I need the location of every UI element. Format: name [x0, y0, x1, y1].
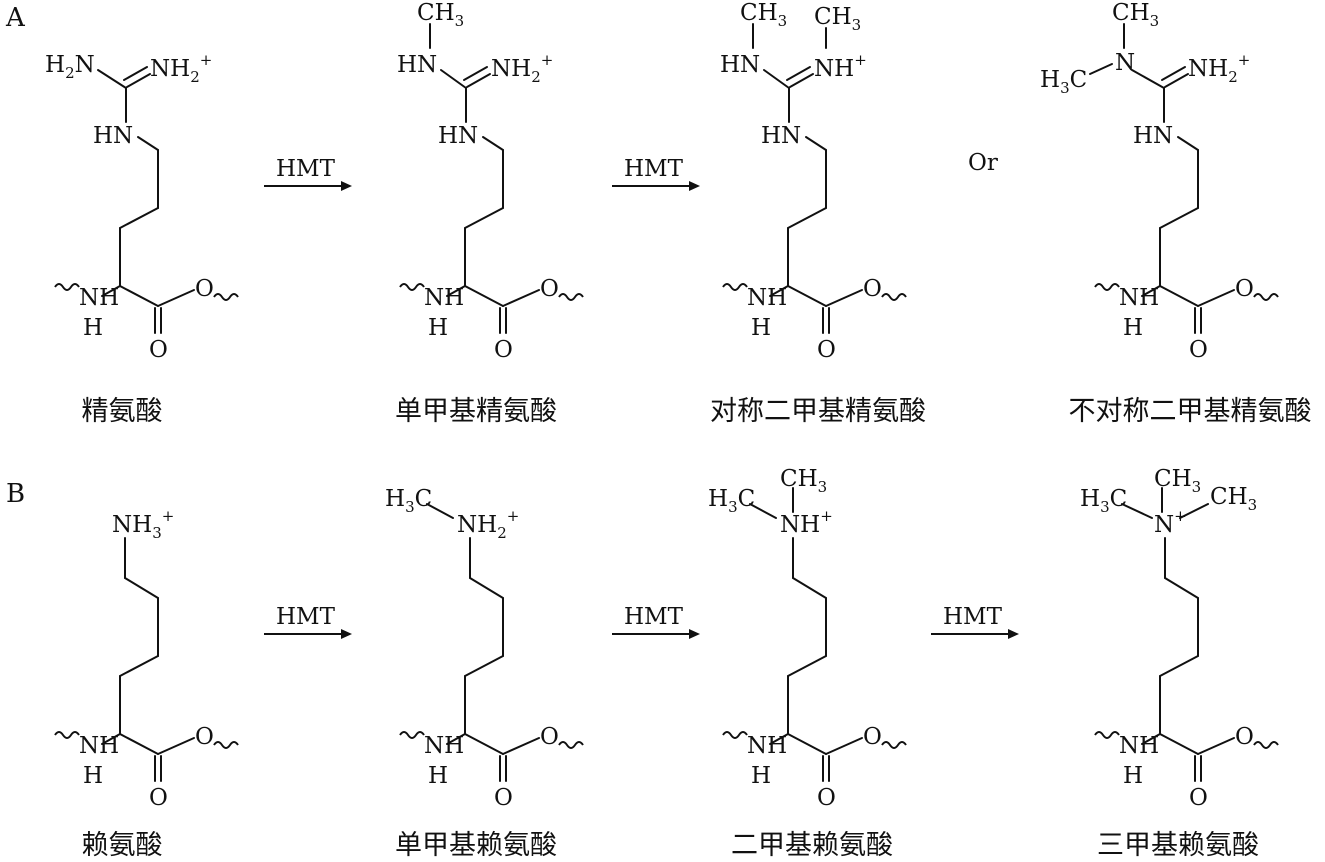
- svg-text:NH2+: NH2+: [491, 51, 553, 86]
- svg-text:NH: NH: [1119, 733, 1159, 759]
- svg-text:H: H: [428, 315, 448, 341]
- svg-text:NH2+: NH2+: [457, 507, 519, 542]
- molecule-asymmetric-dimethyl-arginine: CH3 H3C N NH2+ HN NH H O O: [1040, 0, 1279, 363]
- molecule-trimethyl-lysine: H3C CH3 CH3 N+ NH H O O: [1080, 466, 1279, 811]
- caption-symmetric-dimethyl-arginine: 对称二甲基精氨酸: [710, 396, 926, 427]
- svg-text:HN: HN: [438, 123, 478, 149]
- svg-text:CH3: CH3: [740, 0, 787, 30]
- reaction-arrow-b2: HMT: [612, 604, 700, 639]
- reaction-arrow-a1: HMT: [264, 156, 352, 191]
- molecule-monomethyl-lysine: H3C NH2+ NH H O O: [385, 486, 584, 811]
- svg-text:O: O: [1235, 724, 1254, 750]
- molecule-lysine: NH3+ NH H O O: [54, 507, 239, 811]
- or-label: Or: [968, 150, 998, 176]
- svg-text:CH3: CH3: [780, 466, 827, 496]
- molecule-arginine: H2N NH2+ HN NH H O O: [45, 51, 239, 363]
- svg-text:O: O: [1189, 337, 1208, 363]
- svg-text:NH: NH: [1119, 285, 1159, 311]
- svg-text:O: O: [817, 337, 836, 363]
- svg-text:NH: NH: [747, 733, 787, 759]
- svg-text:CH3: CH3: [1210, 484, 1257, 514]
- svg-text:NH3+: NH3+: [112, 507, 174, 542]
- svg-text:H: H: [751, 315, 771, 341]
- panel-label-b: B: [6, 479, 25, 509]
- svg-text:H3C: H3C: [708, 486, 755, 516]
- svg-text:H: H: [428, 763, 448, 789]
- svg-text:O: O: [1235, 276, 1254, 302]
- svg-text:HN: HN: [93, 123, 133, 149]
- svg-text:H: H: [1123, 763, 1143, 789]
- svg-text:NH: NH: [79, 733, 119, 759]
- molecule-dimethyl-lysine: H3C CH3 NH+ NH H O O: [708, 466, 907, 811]
- reaction-arrow-b3: HMT: [931, 604, 1019, 639]
- caption-arginine: 精氨酸: [82, 396, 163, 427]
- svg-text:NH: NH: [747, 285, 787, 311]
- molecule-symmetric-dimethyl-arginine: CH3 CH3 HN NH+ HN NH H O O: [720, 0, 907, 363]
- caption-asymmetric-dimethyl-arginine: 不对称二甲基精氨酸: [1069, 396, 1312, 427]
- svg-text:O: O: [195, 276, 214, 302]
- svg-text:NH2+: NH2+: [1188, 51, 1250, 86]
- svg-text:O: O: [863, 724, 882, 750]
- svg-text:O: O: [149, 337, 168, 363]
- svg-text:H: H: [83, 315, 103, 341]
- svg-text:N: N: [1115, 50, 1135, 76]
- svg-text:NH+: NH+: [780, 507, 833, 538]
- svg-text:HMT: HMT: [276, 604, 336, 630]
- caption-dimethyl-lysine: 二甲基赖氨酸: [731, 830, 893, 861]
- svg-text:H3C: H3C: [1040, 67, 1087, 97]
- svg-text:O: O: [1189, 785, 1208, 811]
- svg-text:O: O: [863, 276, 882, 302]
- svg-text:NH: NH: [424, 733, 464, 759]
- svg-text:HMT: HMT: [624, 156, 684, 182]
- svg-text:H3C: H3C: [1080, 486, 1127, 516]
- svg-text:HN: HN: [761, 123, 801, 149]
- svg-text:NH+: NH+: [814, 51, 867, 82]
- molecule-monomethyl-arginine: CH3 HN NH2+ HN NH H O O: [397, 0, 584, 363]
- svg-text:HN: HN: [1133, 123, 1173, 149]
- caption-trimethyl-lysine: 三甲基赖氨酸: [1097, 830, 1259, 861]
- svg-text:O: O: [195, 724, 214, 750]
- svg-text:CH3: CH3: [814, 4, 861, 34]
- svg-text:O: O: [540, 724, 559, 750]
- svg-text:H: H: [1123, 315, 1143, 341]
- svg-text:HMT: HMT: [943, 604, 1003, 630]
- caption-monomethyl-lysine: 单甲基赖氨酸: [395, 830, 557, 861]
- svg-text:HMT: HMT: [276, 156, 336, 182]
- svg-text:NH: NH: [424, 285, 464, 311]
- svg-text:H3C: H3C: [385, 486, 432, 516]
- reaction-arrow-b1: HMT: [264, 604, 352, 639]
- svg-text:O: O: [540, 276, 559, 302]
- svg-text:HMT: HMT: [624, 604, 684, 630]
- svg-text:O: O: [817, 785, 836, 811]
- svg-text:HN: HN: [397, 52, 437, 78]
- svg-text:N+: N+: [1154, 507, 1187, 538]
- caption-lysine: 赖氨酸: [82, 830, 163, 861]
- svg-text:H: H: [751, 763, 771, 789]
- svg-text:O: O: [494, 785, 513, 811]
- reaction-arrow-a2: HMT: [612, 156, 700, 191]
- svg-text:NH2+: NH2+: [150, 51, 212, 86]
- svg-text:NH: NH: [79, 285, 119, 311]
- svg-text:HN: HN: [720, 52, 760, 78]
- svg-text:O: O: [494, 337, 513, 363]
- panel-label-a: A: [5, 3, 26, 33]
- caption-monomethyl-arginine: 单甲基精氨酸: [395, 396, 557, 427]
- svg-text:CH3: CH3: [1154, 466, 1201, 496]
- svg-text:H2N: H2N: [45, 52, 95, 82]
- svg-text:CH3: CH3: [1112, 0, 1159, 30]
- svg-text:H: H: [83, 763, 103, 789]
- svg-text:CH3: CH3: [417, 0, 464, 30]
- svg-text:O: O: [149, 785, 168, 811]
